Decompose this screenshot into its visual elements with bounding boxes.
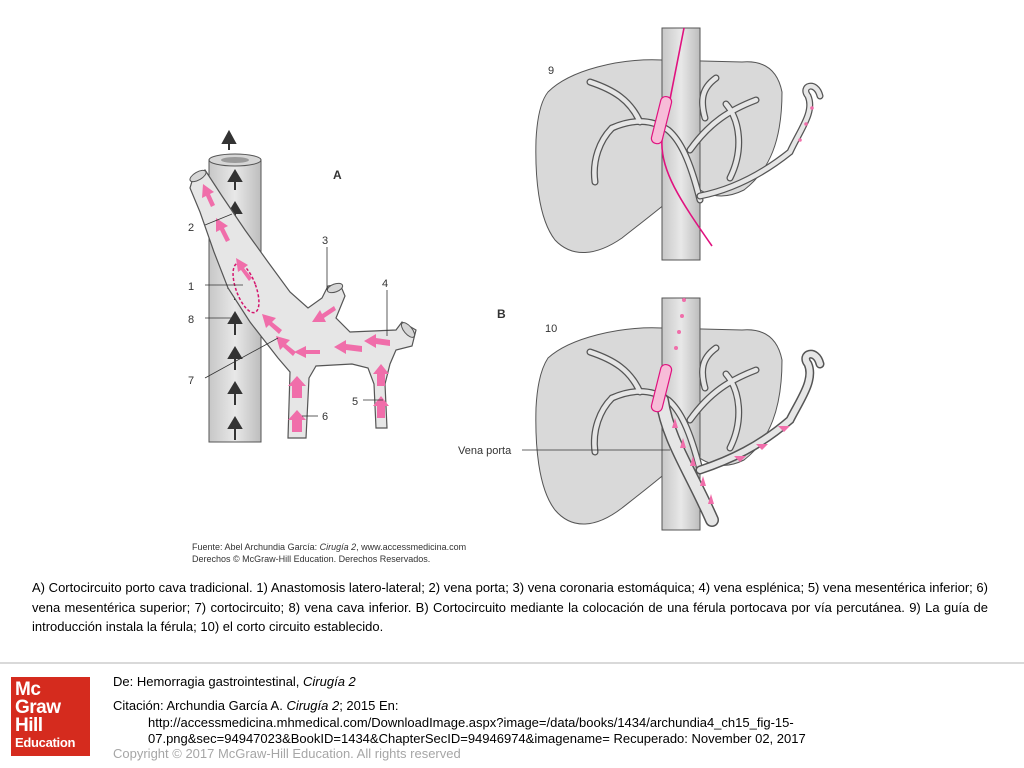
label-9: 9 — [548, 65, 554, 77]
label-8: 8 — [188, 314, 194, 326]
figure-source-line1: Fuente: Abel Archundia García: Cirugía 2… — [192, 542, 466, 552]
stent-10 — [650, 363, 673, 413]
liver-10 — [535, 327, 783, 525]
label-7: 7 — [188, 375, 194, 387]
citation-url-line2[interactable]: 07.png&sec=94947023&BookID=1434&ChapterS… — [148, 731, 806, 746]
figure-diagram: A 2 1 8 7 3 4 5 6 — [188, 27, 825, 564]
stent-9 — [650, 95, 673, 145]
label-1: 1 — [188, 281, 194, 293]
mcgraw-hill-logo: Mc Graw Hill Education — [11, 677, 90, 756]
liver-9 — [535, 59, 783, 253]
panel-a: A 2 1 8 7 3 4 5 6 — [188, 129, 417, 443]
panel-a-letter: A — [333, 168, 342, 182]
citation-url-line1[interactable]: http://accessmedicina.mhmedical.com/Down… — [148, 715, 794, 730]
label-6: 6 — [322, 411, 328, 423]
citation: Citación: Archundia García A. Cirugía 2;… — [113, 698, 399, 713]
panel-b-bottom: B 10 Vena porta — [458, 297, 825, 531]
anastomosis-a — [232, 262, 260, 314]
label-5: 5 — [352, 396, 358, 408]
panel-b-top: 9 — [535, 27, 824, 261]
portal-system-a — [189, 169, 417, 439]
label-vena-porta: Vena porta — [458, 445, 512, 457]
portal-flow-arrows — [202, 184, 390, 432]
panel-b-letter: B — [497, 307, 506, 321]
figure-source-line2: Derechos © McGraw-Hill Education. Derech… — [192, 554, 430, 564]
flow-arrows-10 — [672, 298, 790, 504]
label-2: 2 — [188, 222, 194, 234]
label-3: 3 — [322, 235, 328, 247]
footer-divider — [0, 662, 1024, 664]
source-chapter: De: Hemorragia gastrointestinal, Cirugía… — [113, 674, 356, 689]
figure-caption: A) Cortocircuito porto cava tradicional.… — [32, 580, 988, 634]
label-4: 4 — [382, 278, 388, 290]
label-10: 10 — [545, 323, 557, 335]
copyright-notice: Copyright © 2017 McGraw-Hill Education. … — [113, 746, 461, 761]
panel-a-leaders — [204, 213, 388, 417]
